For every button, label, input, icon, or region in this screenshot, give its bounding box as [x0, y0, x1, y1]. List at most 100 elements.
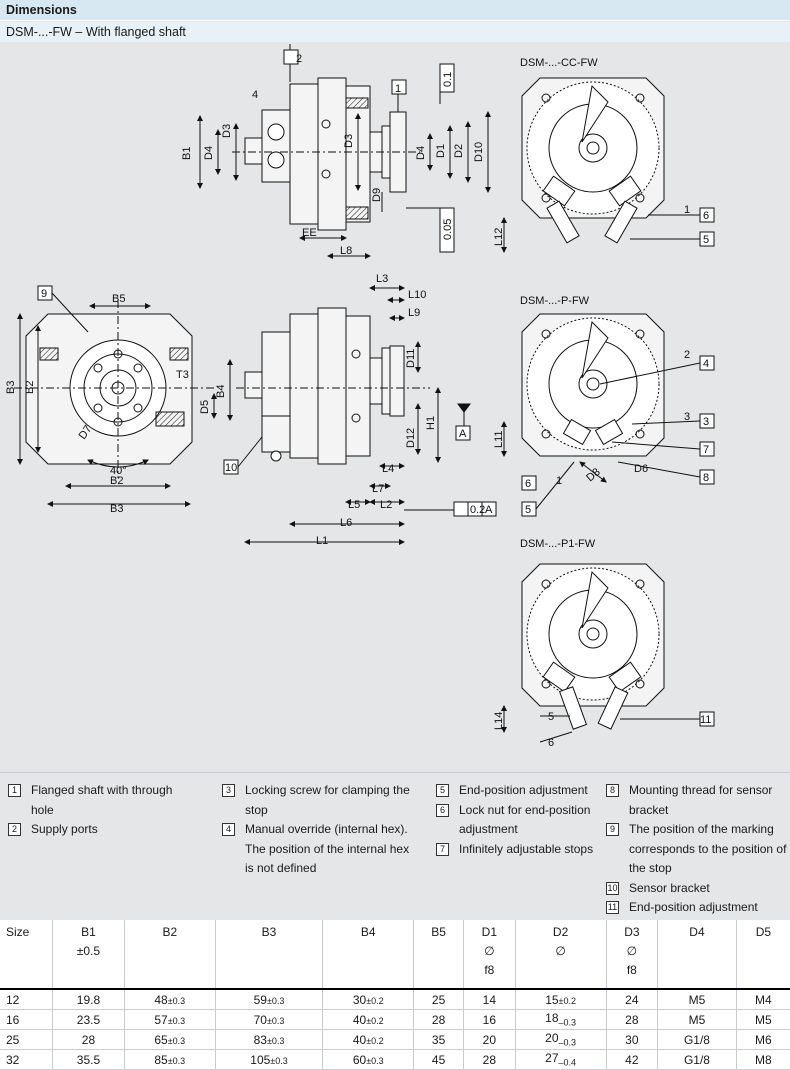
- callout-11: 11: [700, 714, 711, 726]
- callout-1: 1: [395, 83, 401, 95]
- callout-6-p: 6: [525, 478, 531, 490]
- callout-10: 10: [225, 462, 237, 474]
- dim-D13: D3: [221, 124, 233, 138]
- dim-L1: L1: [316, 535, 328, 547]
- callout-5-cc: 5: [703, 234, 709, 246]
- callout-4: 4: [703, 358, 709, 370]
- dim-D4-top: D4: [203, 146, 215, 160]
- callout-3: 3: [703, 416, 709, 428]
- dim-B5: B5: [112, 293, 125, 305]
- wrench-6: 6: [548, 737, 554, 749]
- title-cc-fw: DSM-...-CC-FW: [520, 57, 598, 69]
- col-B4: B4: [322, 920, 415, 989]
- title-p1-fw: DSM-...-P1-FW: [520, 538, 596, 550]
- col-B2: B2: [124, 920, 216, 989]
- dimensions-table: Size B1±0.5 B2 B3 B4 B5 D1∅f8 D2∅ D3∅f8 …: [0, 920, 790, 1070]
- technical-drawing: 2 1 B1 D4 D3 D3 D4 D1 D2 D10 D9 EE L8 4 …: [0, 42, 790, 772]
- dim-L12: L12: [493, 228, 505, 246]
- col-B1: B1±0.5: [52, 920, 125, 989]
- tol-005: 0.05: [442, 219, 454, 240]
- front-view: [14, 285, 233, 507]
- dim-D4b-top: D4: [415, 146, 427, 160]
- middle-view-labels: L3 L10 L9 D11 D12 H1 L4 L7 L5 L2 L6 L1 1…: [225, 273, 493, 547]
- dim-B3-bottom: B3: [110, 503, 123, 515]
- p-fw-view: [501, 313, 715, 517]
- dim-B3-front: B3: [5, 381, 17, 394]
- callout-9: 9: [41, 288, 47, 300]
- wrench-1-p: 1: [556, 475, 562, 487]
- tol-02: 0.2: [470, 504, 485, 516]
- datum-A-label: A: [459, 428, 467, 440]
- dim-L9: L9: [408, 307, 420, 319]
- dim-L3: L3: [376, 273, 388, 285]
- p1-fw-labels: DSM-...-P1-FW L14 11 5 6: [493, 538, 711, 749]
- cc-fw-labels: DSM-...-CC-FW L12 6 5 1: [493, 57, 709, 246]
- dim-D9: D9: [371, 188, 383, 202]
- dim-L10: L10: [408, 289, 426, 301]
- dim-D5: D5: [199, 400, 211, 414]
- dim-L2: L2: [380, 499, 392, 511]
- table-header-row: Size B1±0.5 B2 B3 B4 B5 D1∅f8 D2∅ D3∅f8 …: [0, 920, 790, 989]
- callout-7: 7: [703, 444, 709, 456]
- top-side-view: [197, 44, 491, 259]
- col-D2: D2∅: [515, 920, 607, 989]
- col-D5: D5: [755, 925, 772, 939]
- dim-B4: B4: [215, 385, 227, 398]
- middle-side-view: [223, 285, 497, 545]
- dim-L7: L7: [372, 483, 384, 495]
- dim-D6: D6: [634, 463, 648, 475]
- section-title: Dimensions: [0, 0, 790, 21]
- wrench-2: 2: [684, 349, 690, 361]
- col-size: Size: [0, 920, 53, 989]
- dim-D12: D12: [405, 428, 417, 448]
- dim-B1-top: B1: [181, 147, 193, 160]
- col-B5: B5: [413, 920, 465, 989]
- col-D4: D4: [657, 920, 737, 989]
- title-p-fw: DSM-...-P-FW: [520, 295, 590, 307]
- tol-01: 0.1: [442, 72, 454, 87]
- dim-T3: T3: [176, 369, 189, 381]
- cc-fw-view: [501, 77, 715, 253]
- col-B3: B3: [215, 920, 324, 989]
- dim-L6: L6: [340, 517, 352, 529]
- callout-6-cc: 6: [703, 210, 709, 222]
- wrench-3: 3: [684, 411, 690, 423]
- dim-D3-top: D3: [343, 134, 355, 148]
- dim-D10: D10: [473, 142, 485, 162]
- callout-5-p: 5: [525, 504, 531, 516]
- dim-B2-bottom: B2: [110, 475, 123, 487]
- top-view-labels: 2 1 B1 D4 D3 D3 D4 D1 D2 D10 D9 EE L8 4 …: [181, 53, 485, 257]
- col-D3: D3∅f8: [606, 920, 659, 989]
- section-subtitle: DSM-...-FW – With flanged shaft: [0, 22, 790, 42]
- dim-L4: L4: [382, 463, 394, 475]
- dim-EE: EE: [302, 227, 317, 239]
- callout-2-top: 2: [296, 53, 302, 65]
- dim-L14: L14: [493, 712, 505, 730]
- p1-fw-view: [501, 563, 715, 743]
- wrench-4-top: 4: [252, 89, 258, 101]
- dim-D2-top: D2: [453, 144, 465, 158]
- angle-40: 40°: [110, 465, 127, 477]
- callout-8: 8: [703, 472, 709, 484]
- dim-B2-front: B2: [24, 381, 36, 394]
- wrench-5: 5: [548, 711, 554, 723]
- dim-L8: L8: [340, 245, 352, 257]
- front-view-labels: 9 B5 B3 B2 B2 B3 B4 D5 T3 D7 40°: [5, 288, 227, 515]
- dim-D8: D8: [584, 466, 602, 484]
- dim-L5: L5: [348, 499, 360, 511]
